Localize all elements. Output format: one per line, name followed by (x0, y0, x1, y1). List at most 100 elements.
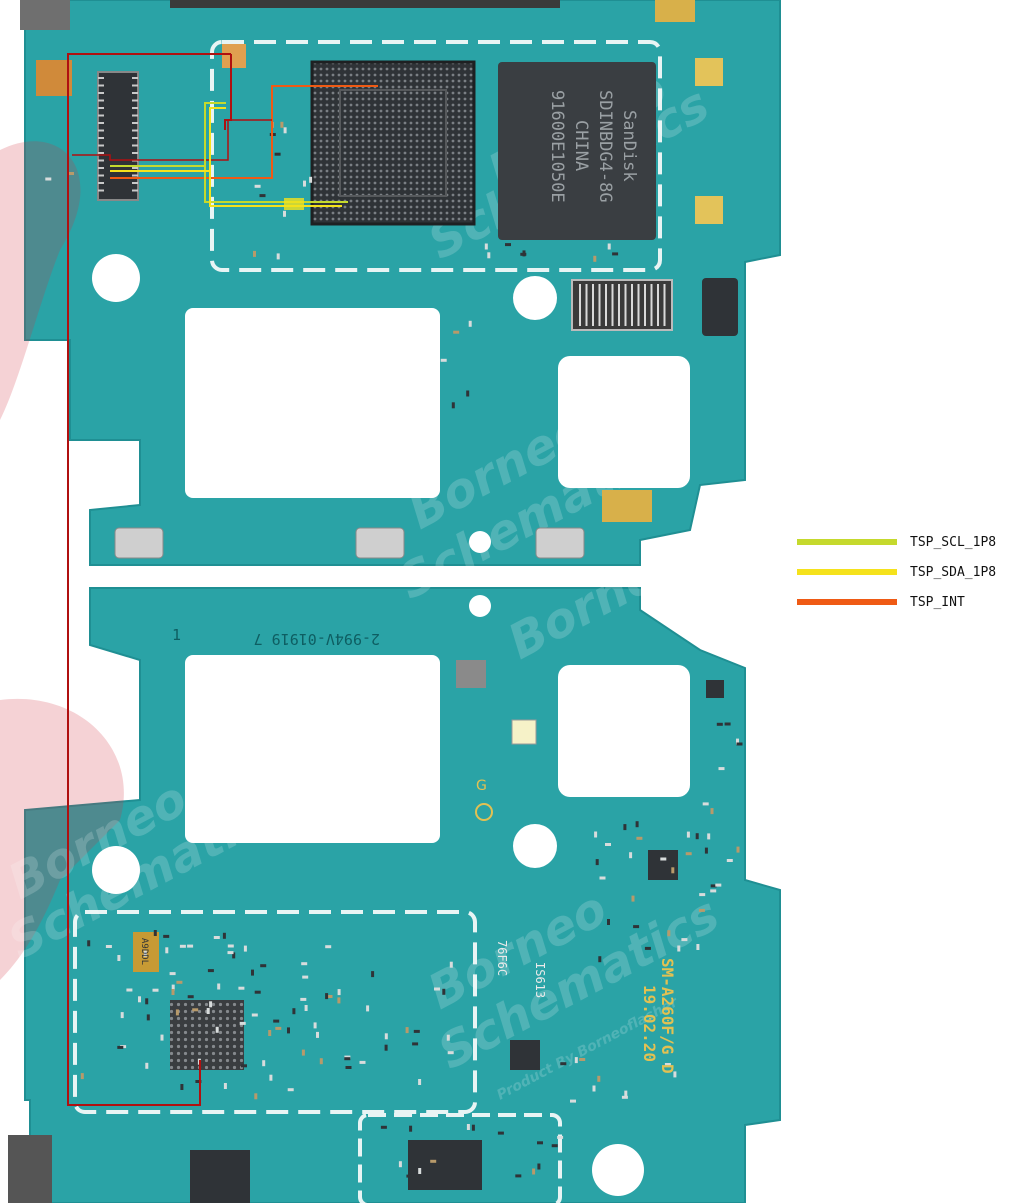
legend-label-tsp-scl: TSP_SCL_1P8 (910, 535, 997, 550)
smd-part (227, 951, 234, 955)
smd-part (671, 867, 675, 874)
smd-part (724, 722, 731, 726)
smd-part (660, 857, 667, 861)
smd-part (623, 824, 627, 831)
emmc-label: CHINA (571, 120, 591, 171)
spring-contact (114, 527, 164, 559)
smd-part (313, 1022, 317, 1029)
smd-part (153, 930, 157, 936)
smd-part (213, 936, 220, 939)
smd-part (303, 180, 306, 187)
smd-part (260, 964, 267, 968)
smd-part (430, 1159, 437, 1163)
smd-part (326, 995, 333, 998)
smd-part (280, 121, 284, 128)
smd-part (287, 1088, 294, 1092)
smd-part (301, 1049, 305, 1056)
smd-part (300, 997, 307, 1001)
spring-contact (355, 527, 405, 559)
emmc-chip (498, 62, 656, 240)
smd-part (117, 955, 121, 961)
smd-part (217, 983, 221, 990)
cutout-lower-right (558, 665, 690, 797)
smd-part (206, 1008, 210, 1014)
smd-part (447, 1051, 454, 1055)
smd-part (409, 1125, 413, 1132)
edge-connector (8, 1135, 52, 1203)
screw-hole (92, 846, 140, 894)
component (456, 660, 486, 688)
smd-part (325, 993, 329, 1000)
trace-tsp-sda (110, 107, 226, 172)
smd-part (726, 859, 733, 862)
smd-part (434, 987, 440, 991)
screw-hole (513, 824, 557, 868)
legend-label-tsp-int: TSP_INT (910, 595, 965, 610)
smd-part (241, 1064, 247, 1068)
smd-part (276, 253, 280, 260)
led (511, 719, 537, 745)
smd-part (621, 1095, 628, 1099)
smd-part (736, 738, 739, 745)
smd-part (707, 833, 711, 840)
smd-part (418, 1079, 422, 1085)
smd-part (239, 1021, 246, 1025)
smd-part (451, 402, 455, 409)
smd-part (413, 1029, 420, 1033)
component (648, 850, 678, 880)
btb-connector (97, 71, 139, 201)
trace-tsp-scl (110, 102, 226, 167)
smd-part (309, 176, 313, 183)
smd-part (337, 989, 341, 996)
smd-part (497, 1131, 504, 1135)
smd-part (169, 972, 176, 976)
smd-part (406, 1174, 413, 1178)
smd-part (570, 1099, 576, 1103)
smd-part (597, 1075, 601, 1082)
gold-pad (695, 196, 723, 224)
smd-part (716, 722, 723, 726)
screw-hole (469, 531, 491, 553)
smd-part (605, 843, 611, 846)
smd-part (138, 996, 141, 1003)
smd-part (704, 847, 708, 854)
smd-part (163, 934, 170, 938)
smd-part (537, 1163, 541, 1170)
smd-part (710, 884, 717, 888)
smd-part (560, 1062, 567, 1066)
smd-part (685, 852, 692, 856)
smd-part (274, 152, 281, 156)
model-label: SM-A260F/G D (658, 958, 677, 1074)
gold-pad (222, 44, 246, 68)
smd-part (251, 969, 254, 976)
pcb-code: 2-994V-01919 7 (254, 630, 380, 648)
smd-part (736, 742, 743, 746)
component (408, 1140, 482, 1190)
smd-part (87, 940, 91, 947)
smd-part (635, 821, 639, 828)
smd-part (442, 988, 446, 995)
smd-part (677, 945, 681, 952)
smd-part (466, 390, 470, 397)
smd-part (195, 1080, 202, 1083)
component (706, 680, 724, 698)
smd-part (695, 833, 699, 840)
smd-part (371, 971, 375, 978)
smd-part (45, 177, 52, 181)
smd-part (715, 883, 722, 887)
smd-part (633, 925, 640, 929)
smd-part (380, 1125, 387, 1129)
screw-hole (92, 254, 140, 302)
smd-part (593, 255, 597, 262)
smd-part (453, 330, 460, 334)
smd-part (673, 1071, 677, 1078)
legend-swatch-tsp-scl (797, 539, 897, 545)
smd-part (681, 938, 688, 942)
smd-part (143, 950, 147, 957)
smd-part (171, 984, 175, 991)
gold-pad (655, 0, 695, 22)
smd-part (696, 944, 700, 950)
fpc-connector (571, 279, 673, 331)
smd-part (522, 250, 526, 257)
smd-part (209, 1001, 213, 1008)
